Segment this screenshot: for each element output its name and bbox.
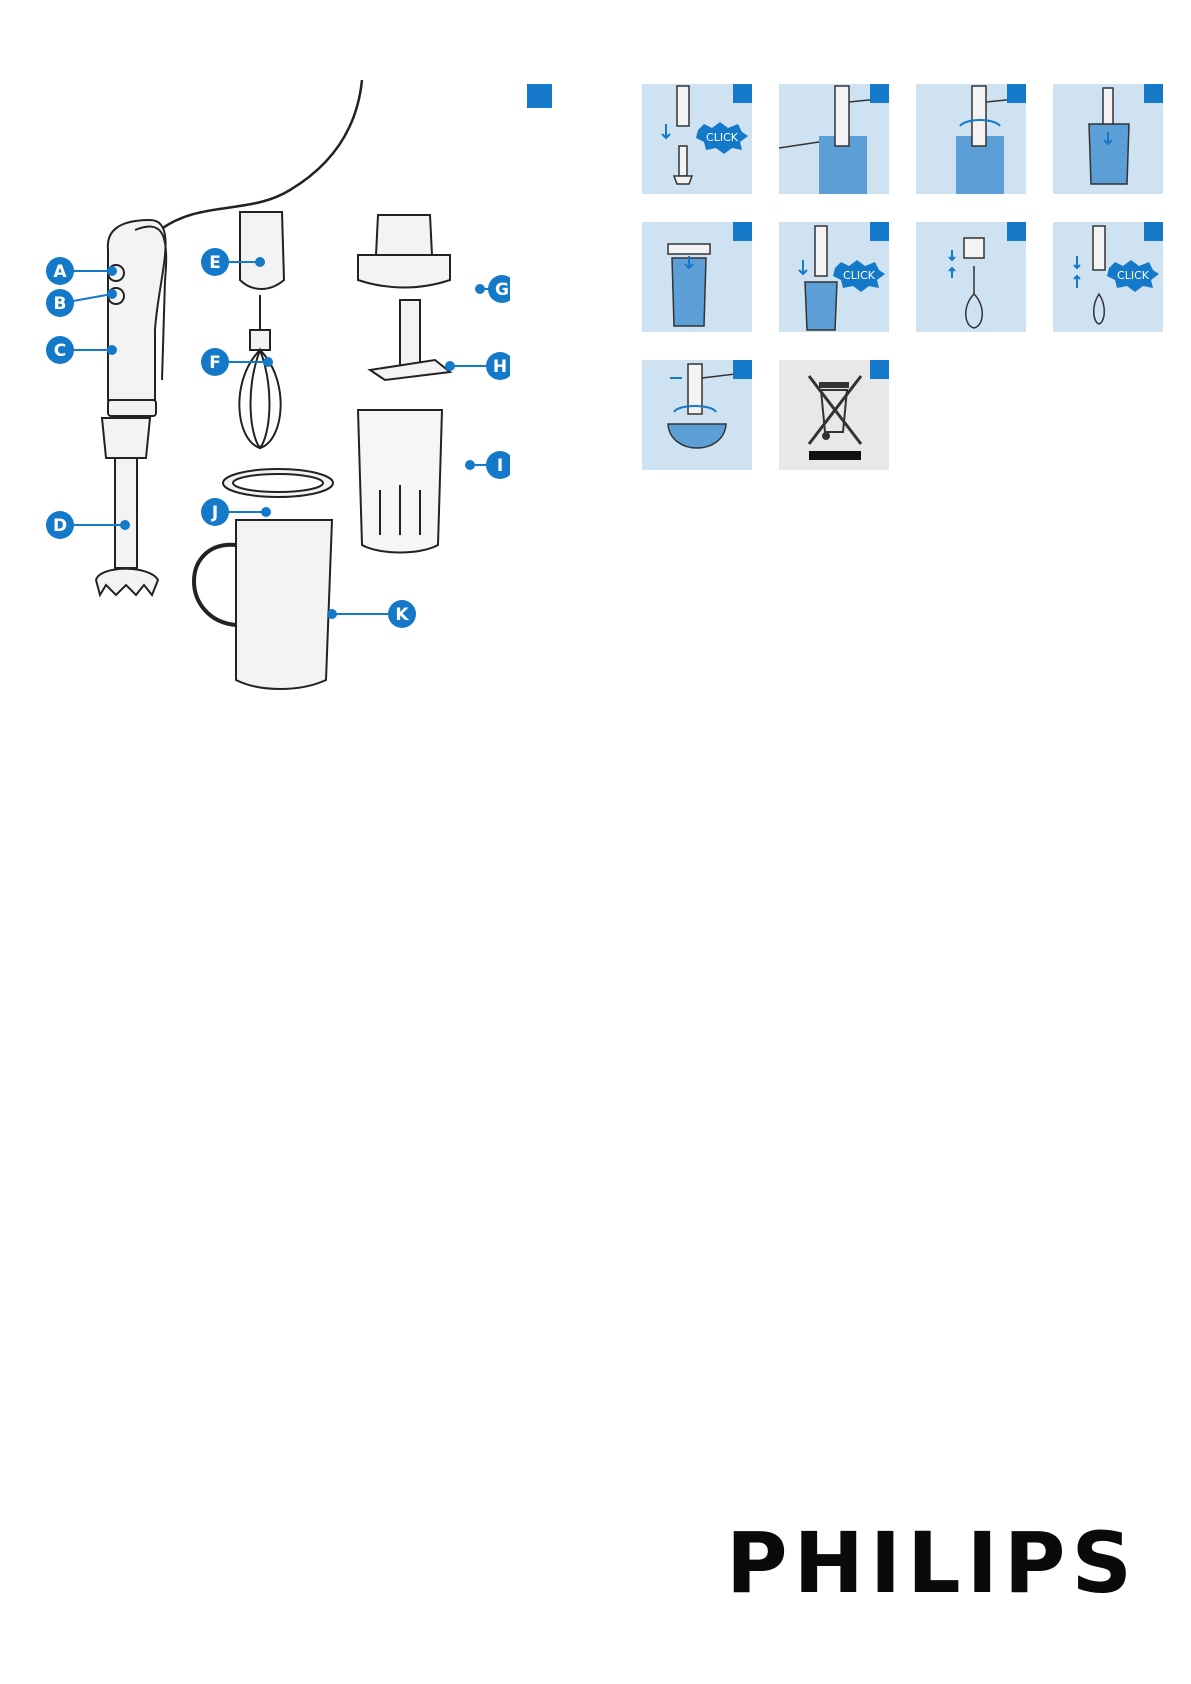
whisk-icon: [966, 294, 983, 328]
step-panel-6: CLICK: [779, 222, 889, 332]
callout-j: J: [201, 498, 271, 526]
callout-k: K: [327, 600, 416, 628]
motor-unit-icon: [815, 226, 827, 276]
whisk-coupling-icon: [964, 238, 984, 258]
callout-b: B: [46, 289, 117, 317]
step-corner-marker: [870, 360, 889, 379]
motor-unit-icon: [1093, 226, 1105, 270]
callout-e: E: [201, 248, 265, 276]
chopper-bowl-icon: [805, 282, 837, 330]
whisk-icon: [1094, 294, 1105, 324]
click-label: CLICK: [843, 269, 876, 282]
step-corner-marker: [1007, 222, 1026, 241]
callout-d-letter: D: [53, 516, 67, 536]
callout-f: F: [201, 348, 273, 376]
step-panel-2: [779, 84, 889, 194]
chopper-lid-icon: [668, 244, 710, 254]
up-arrow-icon: [949, 268, 955, 278]
callout-c-letter: C: [54, 341, 66, 361]
hand-blender-icon: [972, 86, 986, 146]
click-label: CLICK: [706, 131, 739, 144]
down-arrow-icon: [662, 124, 670, 138]
step-corner-marker: [1144, 84, 1163, 103]
chopper-blade-icon: [1103, 88, 1113, 128]
callout-g: G: [475, 275, 510, 303]
callout-a-letter: A: [53, 262, 67, 282]
down-arrow-icon: [949, 250, 955, 260]
callout-b-letter: B: [54, 294, 67, 314]
step-corner-marker: [733, 222, 752, 241]
callout-j-letter: J: [211, 503, 218, 523]
callout-g-letter: G: [495, 280, 509, 300]
step-corner-marker: [733, 84, 752, 103]
step-panel-1: CLICK: [642, 84, 752, 194]
callout-i: I: [465, 451, 510, 479]
up-arrow-icon: [1074, 276, 1080, 288]
step-panel-4: [1053, 84, 1163, 194]
section-marker: [527, 84, 552, 108]
brand-logo: PHILIPS: [726, 1518, 1096, 1608]
callout-a: A: [46, 257, 117, 285]
callout-d: D: [46, 511, 130, 539]
bowl-icon: [668, 424, 726, 448]
step-corner-marker: [870, 84, 889, 103]
down-arrow-icon: [799, 260, 807, 274]
click-label: CLICK: [1117, 269, 1150, 282]
blender-bar-icon: [679, 146, 687, 176]
motor-unit-icon: [677, 86, 689, 126]
step-corner-marker: [733, 360, 752, 379]
bin-underline-bar: [809, 451, 861, 460]
part-callouts: A B C D E F G H: [40, 240, 510, 640]
callout-i-letter: I: [497, 456, 503, 476]
callout-h: H: [445, 352, 510, 380]
callout-c: C: [46, 336, 117, 364]
step-panel-10: [779, 360, 889, 470]
step-panel-3: [916, 84, 1026, 194]
power-cord: [160, 80, 362, 230]
step-panel-7: [916, 222, 1026, 332]
callout-f-letter: F: [209, 353, 221, 373]
step-corner-marker: [1007, 84, 1026, 103]
step-corner-marker: [870, 222, 889, 241]
step-panel-5: [642, 222, 752, 332]
callout-e-letter: E: [209, 253, 221, 273]
step-panel-9: [642, 360, 752, 470]
down-arrow-icon: [1074, 256, 1080, 268]
step-panel-8: CLICK: [1053, 222, 1163, 332]
hand-blender-icon: [835, 86, 849, 146]
callout-h-letter: H: [493, 357, 507, 377]
step-corner-marker: [1144, 222, 1163, 241]
callout-k-letter: K: [395, 605, 409, 625]
